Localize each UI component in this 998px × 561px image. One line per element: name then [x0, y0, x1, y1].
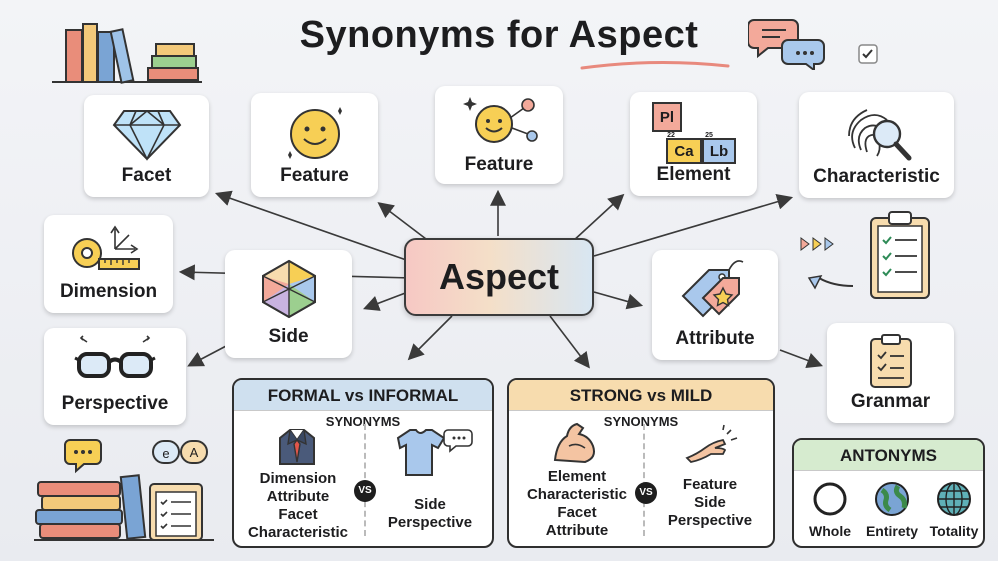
list-item: Characteristic [526, 486, 628, 503]
list-item: Feature [682, 476, 738, 493]
card-facet[interactable]: Facet [84, 95, 209, 197]
clipboard-icon [869, 334, 912, 388]
arrow-to-strong-panel [549, 315, 590, 369]
panel-divider [643, 424, 645, 536]
glasses-icon [74, 335, 156, 378]
vs-badge: VS [635, 482, 657, 504]
books-stack-icon [34, 439, 214, 541]
panel-subtitle: SYNONYMS [603, 414, 679, 429]
center-node-aspect[interactable]: Aspect [404, 238, 594, 316]
antonyms-panel: ANTONYMS Whole Entirety Totality [792, 438, 985, 548]
bubble-e: e [152, 440, 180, 464]
fingerprint-magnifier-icon [847, 109, 911, 161]
vs-badge: VS [354, 480, 376, 502]
informal-list: Side Perspective [368, 496, 492, 532]
polyhedron-icon [261, 259, 316, 319]
card-granmar[interactable]: Granmar [827, 323, 954, 423]
arrow-to-attribute [593, 291, 644, 310]
smiley-network-icon [463, 97, 538, 143]
card-label: Perspective [61, 393, 169, 414]
card-label: Side [268, 326, 309, 347]
tshirt-icon [396, 429, 473, 476]
page-title: Synonyms for Aspect [299, 14, 699, 56]
arrow-to-element [571, 193, 625, 243]
card-attribute[interactable]: Attribute [652, 250, 778, 360]
card-label: Element [656, 164, 731, 185]
list-item: Facet [557, 504, 597, 521]
strong-list: Element Characteristic Facet Attribute [513, 468, 641, 540]
globe-icon [875, 482, 909, 516]
antonym-entirety: Entirety [865, 523, 919, 539]
formal-list: Dimension Attribute Facet Characteristic [238, 470, 358, 542]
bubble-a: A [180, 440, 208, 464]
list-item: Perspective [667, 512, 753, 529]
checklist-clipboard-icon [800, 211, 930, 299]
smiley-icon [287, 107, 342, 159]
title-underline [580, 60, 730, 70]
card-element[interactable]: Pl 22 Ca 25 Lb Element [630, 92, 757, 196]
arrow-to-perspective [187, 344, 229, 367]
arrow-to-side [363, 291, 409, 311]
formal-informal-panel: FORMAL vs INFORMAL SYNONYMS Dimension At… [232, 378, 494, 548]
periodic-tiles: Pl 22 Ca 25 Lb [652, 102, 736, 164]
flexed-arm-icon [553, 422, 595, 464]
card-label: Feature [280, 165, 349, 186]
antonym-totality: Totality [929, 523, 979, 539]
card-label: Facet [121, 165, 172, 186]
tile-lb: Lb [702, 138, 736, 164]
arrow-to-granmar [779, 349, 823, 368]
tile-number: 25 [705, 132, 713, 139]
list-item: Facet [278, 506, 318, 523]
arrow-to-formal-panel [407, 315, 453, 361]
suit-icon [279, 429, 315, 465]
panel-title: STRONG vs MILD [509, 380, 773, 411]
card-label: Characteristic [813, 166, 940, 187]
card-label: Feature [464, 154, 534, 175]
card-dimension[interactable]: Dimension [44, 215, 173, 313]
panel-title: ANTONYMS [794, 440, 983, 471]
list-item: Characteristic [247, 524, 349, 541]
arrow-to-facet [214, 190, 413, 263]
panel-subtitle: SYNONYMS [325, 414, 401, 429]
list-item: Side [414, 496, 446, 513]
tile-pl: Pl [652, 102, 682, 132]
card-side[interactable]: Side [225, 250, 352, 358]
card-label: Dimension [59, 281, 158, 302]
list-item: Attribute [545, 522, 609, 539]
tag-star-icon [681, 260, 744, 318]
antonym-whole: Whole [809, 523, 851, 539]
tile-number: 22 [667, 132, 675, 139]
card-feature-top[interactable]: Feature [435, 86, 563, 184]
chat-bubbles-icon [748, 19, 825, 70]
books-icon [52, 23, 202, 84]
checkbox-icon [858, 44, 878, 64]
antonym-icons [813, 482, 971, 516]
card-perspective[interactable]: Perspective [44, 328, 186, 425]
tile-ca: Ca [666, 138, 702, 164]
tape-measure-icon [71, 225, 140, 270]
mild-list: Feature Side Perspective [647, 476, 773, 530]
card-feature[interactable]: Feature [251, 93, 378, 197]
list-item: Element [547, 468, 607, 485]
panel-title: FORMAL vs INFORMAL [234, 380, 492, 411]
arrow-to-feature [377, 202, 431, 243]
card-label: Granmar [850, 391, 931, 412]
globe-grid-icon [937, 482, 971, 516]
list-item: Perspective [387, 514, 473, 531]
card-characteristic[interactable]: Characteristic [799, 92, 954, 198]
card-label: Attribute [675, 328, 755, 349]
gentle-hand-icon [685, 424, 738, 463]
list-item: Dimension [259, 470, 337, 487]
arrow-to-characteristic [593, 193, 794, 257]
diamond-icon [112, 109, 181, 161]
circle-icon [813, 482, 847, 516]
list-item: Side [694, 494, 726, 511]
strong-mild-panel: STRONG vs MILD SYNONYMS Element Characte… [507, 378, 775, 548]
list-item: Attribute [266, 488, 330, 505]
